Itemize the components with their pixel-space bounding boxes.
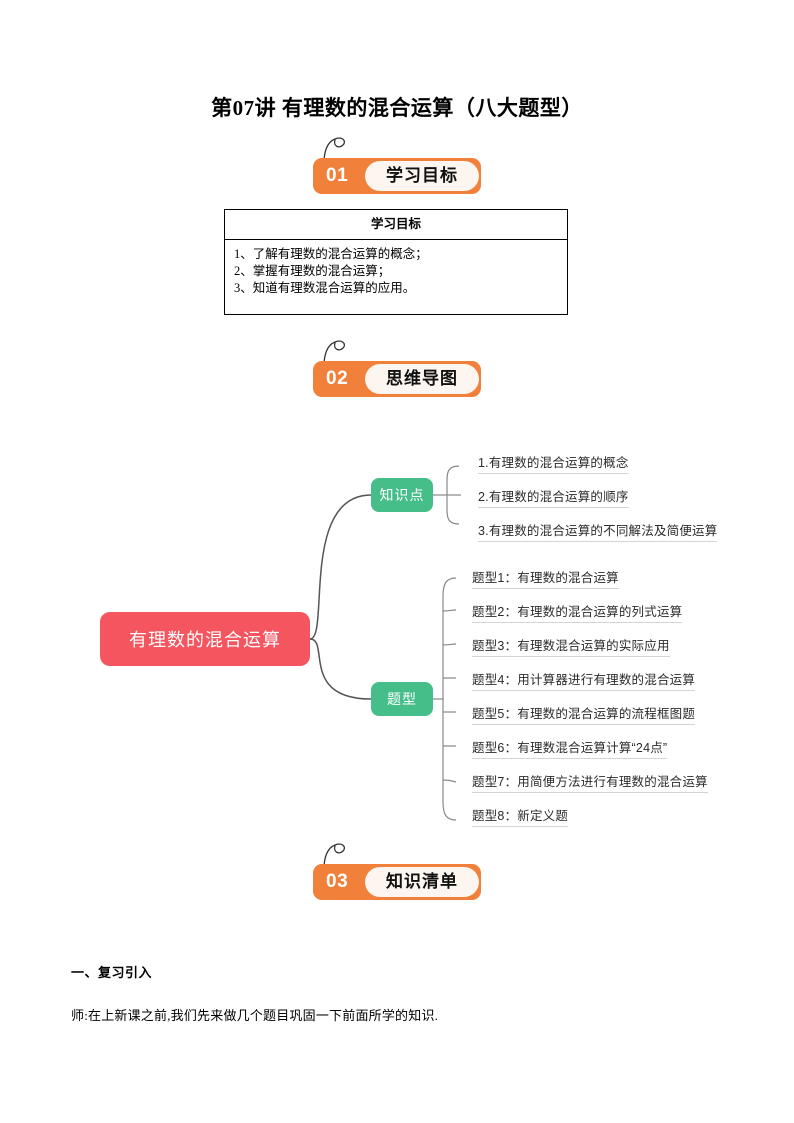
objectives-table-header: 学习目标 [225, 210, 567, 240]
section-number: 02 [326, 368, 349, 389]
mindmap-leaf[interactable]: 题型7：用简便方法进行有理数的混合运算 [472, 775, 708, 793]
mindmap-connectors [309, 465, 461, 821]
review-paragraph: 师:在上新课之前,我们先来做几个题目巩固一下前面所学的知识. [71, 1008, 439, 1023]
mindmap-leaf[interactable]: 题型8：新定义题 [472, 809, 569, 827]
section-number: 03 [326, 871, 349, 892]
mindmap-leaf[interactable]: 1.有理数的混合运算的概念 [478, 456, 629, 474]
badge-dot [319, 160, 326, 167]
section-label: 学习目标 [386, 166, 458, 185]
objectives-row: 2、掌握有理数的混合运算； [234, 264, 391, 278]
mindmap-root-node[interactable]: 有理数的混合运算 [100, 612, 310, 666]
mindmap-leaf[interactable]: 题型5：有理数的混合运算的流程框图题 [472, 707, 696, 725]
mindmap-leaf[interactable]: 题型3：有理数混合运算的实际应用 [472, 639, 670, 657]
mindmap-leaf[interactable]: 题型4：用计算器进行有理数的混合运算 [472, 673, 696, 691]
section-label: 知识清单 [386, 872, 458, 891]
badge-inner-panel [365, 867, 479, 897]
sprout-curl-icon [323, 843, 346, 870]
objectives-row: 3、知道有理数混合运算的应用。 [234, 281, 416, 295]
objectives-table-body: 1、了解有理数的混合运算的概念； 2、掌握有理数的混合运算； 3、知道有理数混合… [225, 240, 567, 297]
mindmap: 有理数的混合运算 知识点 题型 1.有理数的混合运算的概念 2.有理数的混合运算… [0, 430, 794, 850]
section-label: 思维导图 [386, 369, 458, 388]
objectives-table: 学习目标 1、了解有理数的混合运算的概念； 2、掌握有理数的混合运算； 3、知道… [224, 209, 568, 315]
badge-inner-panel [365, 364, 479, 394]
objectives-row: 1、了解有理数的混合运算的概念； [234, 247, 428, 261]
mindmap-branch-knowledge[interactable]: 知识点 [371, 478, 433, 512]
mindmap-leaf[interactable]: 题型6：有理数混合运算计算“24点” [472, 741, 668, 759]
mindmap-leaf[interactable]: 题型1：有理数的混合运算 [472, 571, 619, 589]
section-badge-03: 03 知识清单 [313, 843, 481, 900]
review-heading: 一、复习引入 [71, 965, 153, 980]
sprout-curl-icon [323, 340, 346, 367]
mindmap-leaf[interactable]: 2.有理数的混合运算的顺序 [478, 490, 629, 508]
mindmap-branch-question-types[interactable]: 题型 [371, 682, 433, 716]
section-badge-01: 01 学习目标 [313, 137, 481, 194]
mindmap-leaf[interactable]: 3.有理数的混合运算的不同解法及简便运算 [478, 524, 718, 542]
page-title: 第07讲 有理数的混合运算（八大题型） [211, 96, 583, 120]
section-badge-02: 02 思维导图 [313, 340, 481, 397]
sprout-curl-icon [323, 137, 346, 164]
badge-dot [319, 363, 326, 370]
badge-inner-panel [365, 161, 479, 191]
section-number: 01 [326, 165, 349, 186]
badge-dot [319, 866, 326, 873]
mindmap-leaf[interactable]: 题型2：有理数的混合运算的列式运算 [472, 605, 683, 623]
